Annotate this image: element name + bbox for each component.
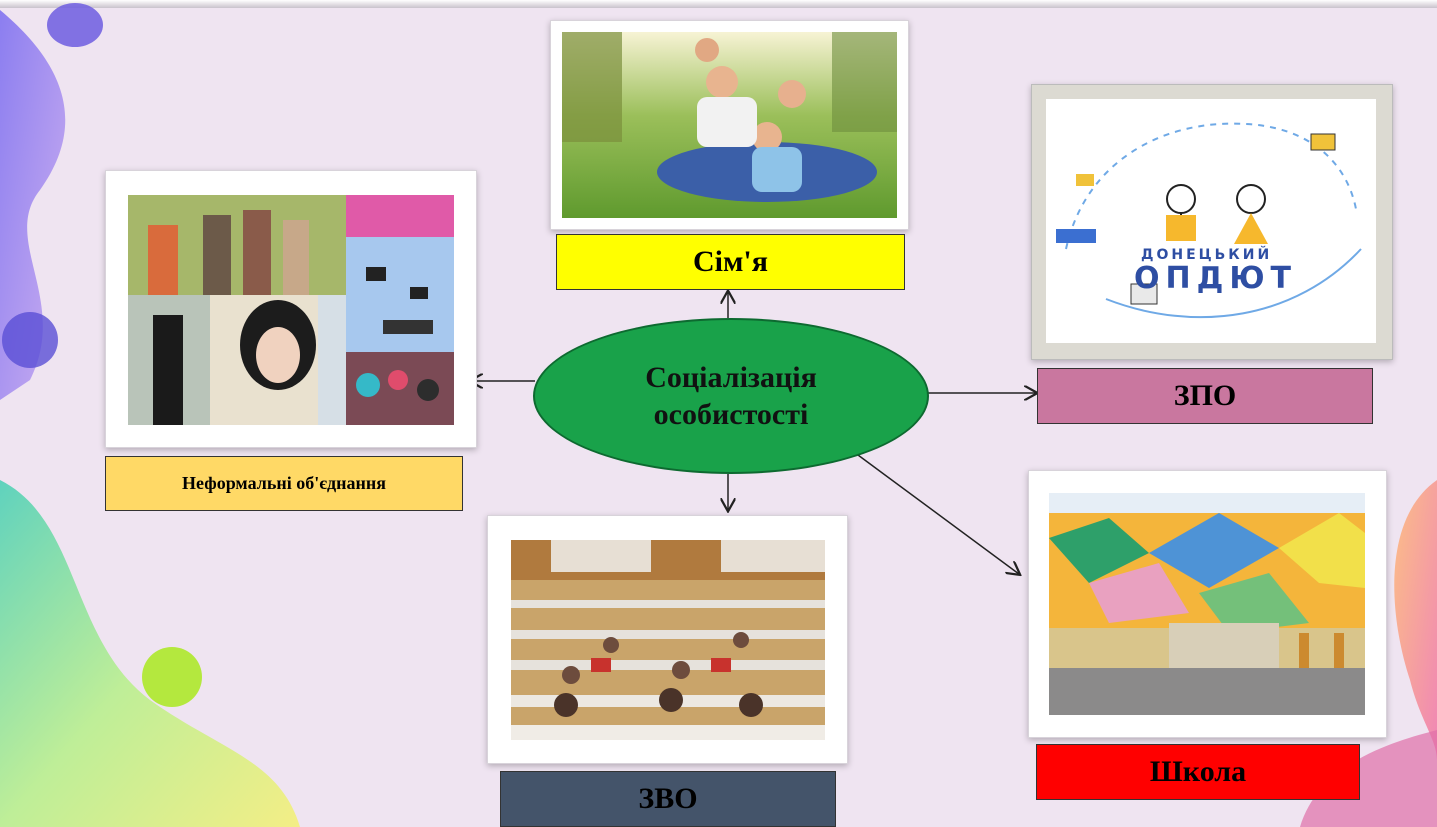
- zpo-label: ЗПО: [1037, 368, 1373, 424]
- family-label: Сім'я: [556, 234, 905, 290]
- zpo-logo-frame: ДОНЕЦЬКИЙ ОПДЮТ: [1031, 84, 1393, 360]
- informal-groups-collage: [128, 195, 454, 425]
- opdyut-logo-graphic: [1056, 122, 1362, 319]
- school-label-text: Школа: [1149, 755, 1247, 788]
- family-photo: [550, 20, 909, 230]
- family-image: [562, 32, 897, 218]
- zpo-label-text: ЗПО: [1173, 379, 1237, 412]
- center-line-1: Соціалізація: [645, 360, 817, 394]
- zvo-photo: [487, 515, 848, 764]
- school-photo: [1028, 470, 1387, 738]
- top-divider: [0, 0, 1437, 8]
- zvo-label: ЗВО: [500, 771, 836, 827]
- logo-line-1: ДОНЕЦЬКИЙ: [1141, 247, 1273, 263]
- arrow-to-school: [857, 454, 1019, 574]
- logo-line-2: ОПДЮТ: [1134, 261, 1298, 296]
- zpo-logo: ДОНЕЦЬКИЙ ОПДЮТ: [1046, 99, 1376, 343]
- informal-groups-label-text: Неформальні об'єднання: [182, 473, 386, 493]
- zvo-label-text: ЗВО: [638, 782, 698, 815]
- center-node: Соціалізація особистості: [533, 318, 929, 474]
- center-line-2: особистості: [653, 398, 809, 431]
- school-building-image: [1049, 493, 1365, 715]
- family-label-text: Сім'я: [693, 245, 768, 278]
- informal-groups-label: Неформальні об'єднання: [105, 456, 463, 511]
- school-label: Школа: [1036, 744, 1360, 800]
- informal-groups-photo: [105, 170, 477, 448]
- lecture-hall-image: [511, 540, 825, 740]
